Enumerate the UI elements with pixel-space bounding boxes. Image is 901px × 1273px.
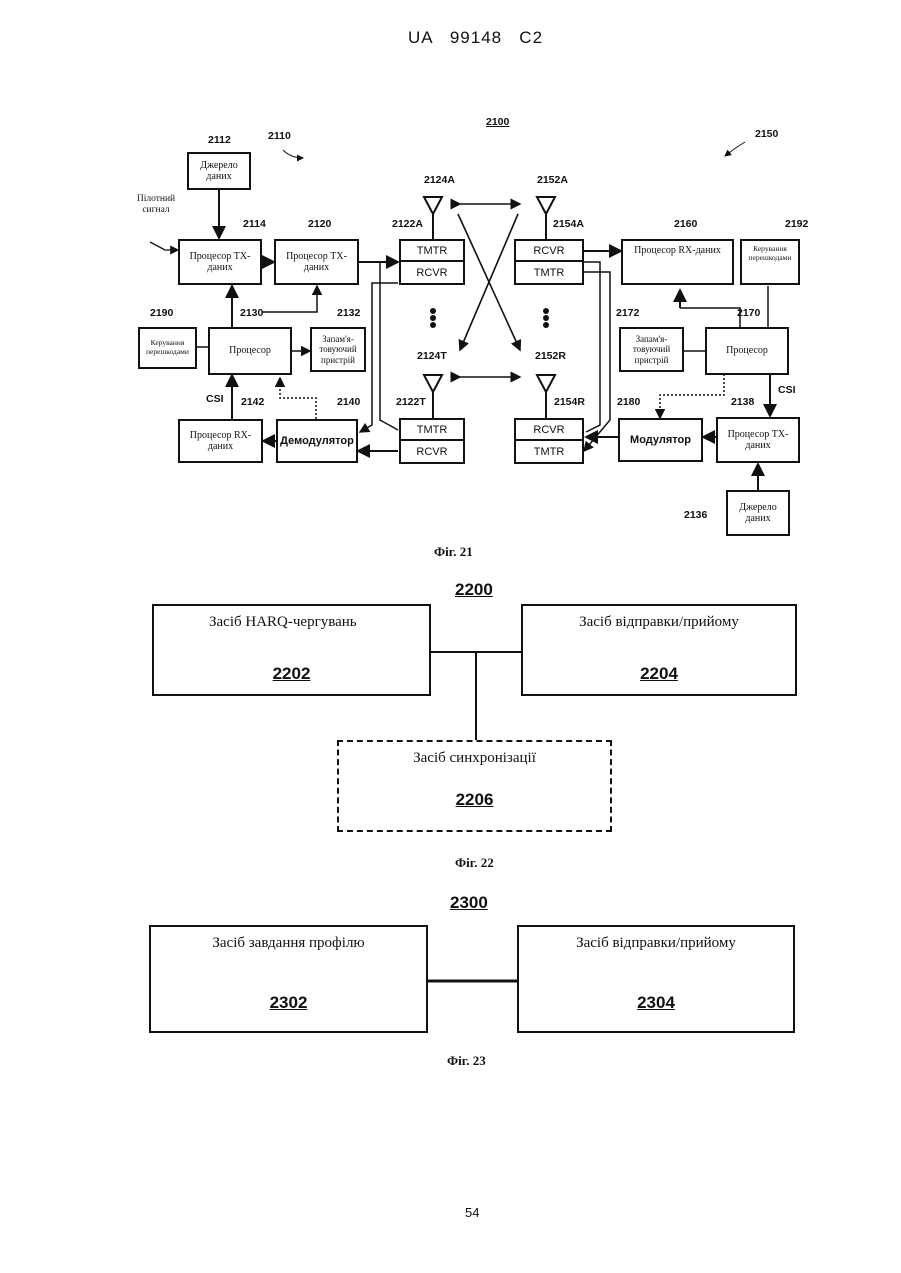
send-receive-label: Засіб відправки/прийому: [576, 935, 736, 952]
page-number: 54: [465, 1205, 479, 1220]
box-number-2302: 2302: [151, 993, 426, 1013]
profile-assignment-label: Засіб завдання профілю: [212, 935, 364, 952]
profile-assignment-means-box: Засіб завдання профілю 2302: [149, 925, 428, 1033]
send-receive-means-2304-box: Засіб відправки/прийому 2304: [517, 925, 795, 1033]
box-number-2304: 2304: [519, 993, 793, 1013]
figure-23-caption: Фіг. 23: [447, 1053, 486, 1069]
figure-23-title: 2300: [450, 893, 488, 913]
